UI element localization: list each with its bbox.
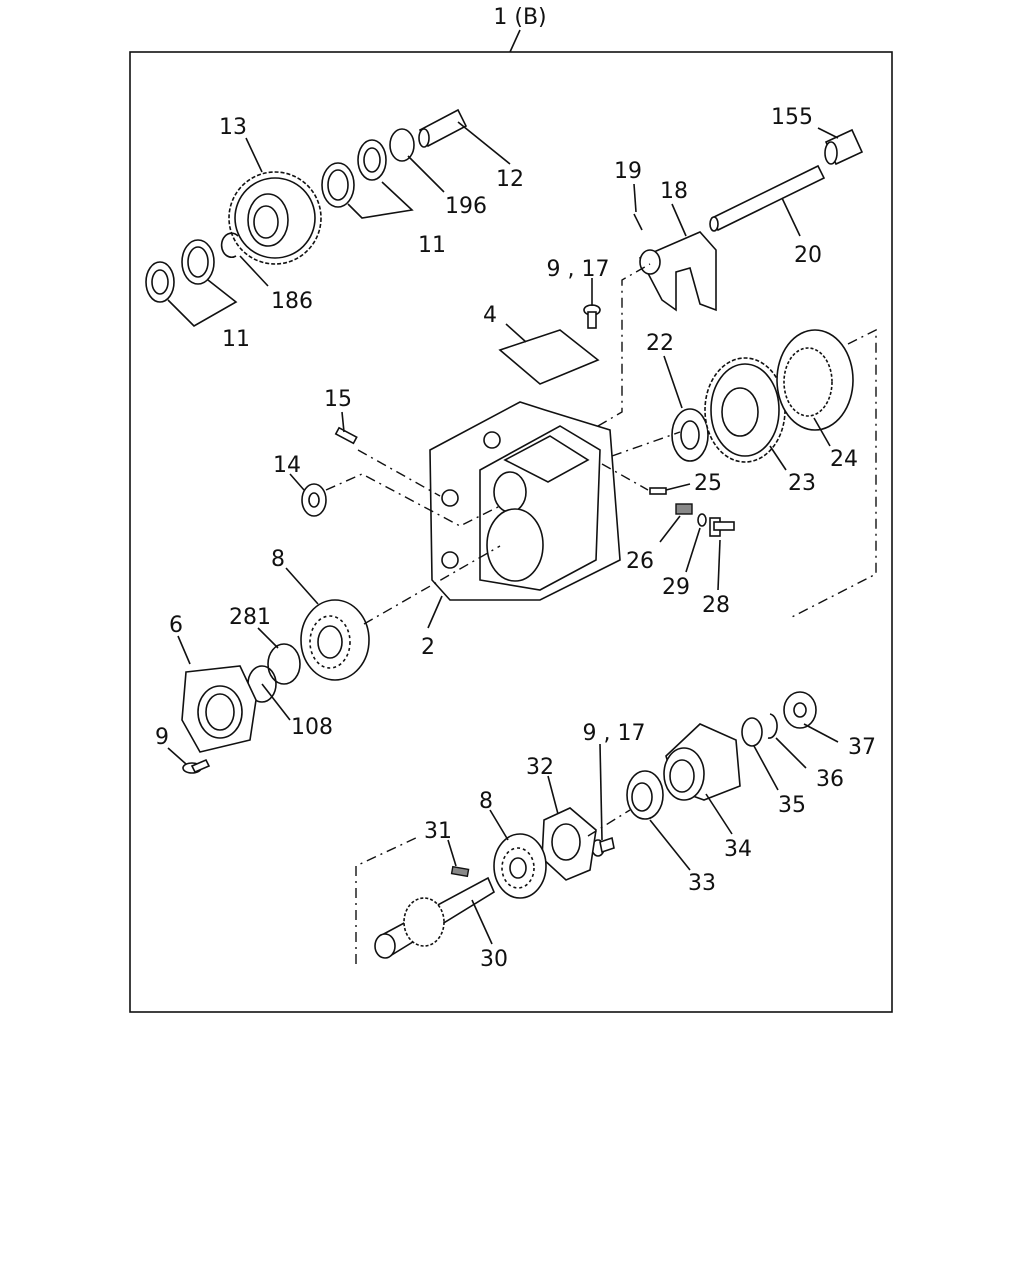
callout-31: 31 — [424, 819, 452, 844]
part-31-key[interactable] — [450, 865, 470, 878]
callout-196: 196 — [445, 194, 487, 219]
part-8-lower-ball-bearing[interactable] — [493, 833, 547, 899]
part-23-gear[interactable] — [704, 357, 786, 463]
part-9-17-upper-bolt[interactable] — [583, 304, 601, 329]
part-18-shift-fork[interactable] — [638, 231, 717, 312]
part-8-upper-ball-bearing[interactable] — [300, 599, 370, 681]
callout-32: 32 — [526, 755, 554, 780]
callout-33: 33 — [688, 871, 716, 896]
callout-30: 30 — [480, 947, 508, 972]
part-35-washer[interactable] — [741, 717, 763, 747]
leader-lines — [167, 121, 839, 945]
part-9-bolt[interactable] — [182, 758, 211, 774]
part-19-spring-pin[interactable] — [633, 213, 643, 231]
header-label: 1 (B) — [493, 5, 546, 30]
callout-28: 28 — [702, 593, 730, 618]
header-leader — [509, 29, 521, 53]
callout-13: 13 — [219, 115, 247, 140]
callout-37: 37 — [848, 735, 876, 760]
callout-11-upper: 11 — [418, 233, 446, 258]
callout-14: 14 — [273, 453, 301, 478]
callout-labels: 13 12 196 11 186 11 155 19 18 20 9 , 17 … — [155, 105, 876, 972]
part-11-upper-bearing[interactable] — [321, 139, 387, 208]
callout-19: 19 — [614, 159, 642, 184]
callout-26: 26 — [626, 549, 654, 574]
part-186-snap-ring[interactable] — [220, 232, 239, 259]
callout-8-lower: 8 — [479, 789, 493, 814]
part-26-stud[interactable] — [675, 503, 693, 515]
callout-34: 34 — [724, 837, 752, 862]
callout-29: 29 — [662, 575, 690, 600]
callout-8-upper: 8 — [271, 547, 285, 572]
callout-9: 9 — [155, 725, 169, 750]
part-14-washer[interactable] — [301, 483, 327, 517]
callout-108: 108 — [291, 715, 333, 740]
part-13-helical-gear[interactable] — [228, 171, 322, 265]
callout-20: 20 — [794, 243, 822, 268]
part-9-17-lower-bolt[interactable] — [591, 836, 615, 857]
callout-9-17-upper: 9 , 17 — [547, 257, 610, 282]
callout-22: 22 — [646, 331, 674, 356]
part-25-pin[interactable] — [649, 487, 667, 495]
part-196-ring[interactable] — [389, 128, 415, 162]
part-281-ring[interactable] — [267, 643, 301, 685]
callout-18: 18 — [660, 179, 688, 204]
callout-4: 4 — [483, 303, 497, 328]
callout-9-17-lower: 9 , 17 — [583, 721, 646, 746]
callout-2: 2 — [421, 635, 435, 660]
callout-155: 155 — [771, 105, 813, 130]
part-34-flange[interactable] — [663, 723, 741, 801]
part-6-bearing-cover[interactable] — [181, 665, 257, 753]
part-24-sleeve[interactable] — [776, 329, 854, 431]
part-33-oil-seal[interactable] — [626, 770, 664, 820]
part-20-shift-rod[interactable] — [709, 164, 826, 232]
part-30-gear-shaft[interactable] — [374, 876, 496, 959]
part-155-bush[interactable] — [824, 128, 864, 166]
part-4-cover-plate[interactable] — [498, 329, 600, 385]
assembly-lines — [325, 263, 877, 964]
callout-12: 12 — [496, 167, 524, 192]
diagram-frame — [129, 51, 893, 1013]
part-15-pin[interactable] — [334, 426, 358, 445]
callout-15: 15 — [324, 387, 352, 412]
callout-25: 25 — [694, 471, 722, 496]
part-2-gear-case[interactable] — [429, 401, 621, 601]
callout-36: 36 — [816, 767, 844, 792]
part-29-washer[interactable] — [697, 513, 707, 527]
part-28-bolt[interactable] — [709, 517, 735, 537]
callout-23: 23 — [788, 471, 816, 496]
part-22-thrust-washer[interactable] — [671, 408, 709, 462]
callout-281: 281 — [229, 605, 271, 630]
part-37-nut[interactable] — [783, 691, 817, 729]
part-12-pin[interactable] — [418, 108, 468, 148]
callout-6: 6 — [169, 613, 183, 638]
part-11-lower-bearing[interactable] — [145, 239, 215, 303]
callout-186: 186 — [271, 289, 313, 314]
callout-35: 35 — [778, 793, 806, 818]
part-36-lock-ring[interactable] — [767, 713, 778, 739]
callout-11-lower: 11 — [222, 327, 250, 352]
callout-24: 24 — [830, 447, 858, 472]
part-32-retainer[interactable] — [541, 807, 597, 881]
